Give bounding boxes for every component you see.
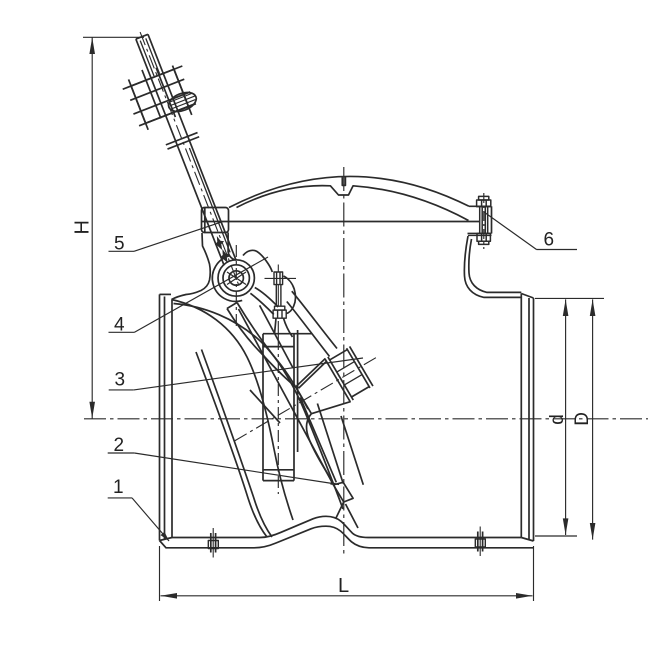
svg-text:H: H — [72, 220, 94, 234]
svg-text:2: 2 — [114, 435, 125, 456]
svg-text:6: 6 — [544, 230, 555, 251]
svg-text:3: 3 — [115, 370, 126, 391]
svg-text:4: 4 — [114, 315, 125, 336]
svg-text:D: D — [572, 412, 593, 426]
svg-text:1: 1 — [113, 477, 124, 498]
svg-text:L: L — [338, 575, 349, 597]
svg-text:5: 5 — [114, 234, 125, 255]
svg-text:d: d — [547, 414, 568, 425]
